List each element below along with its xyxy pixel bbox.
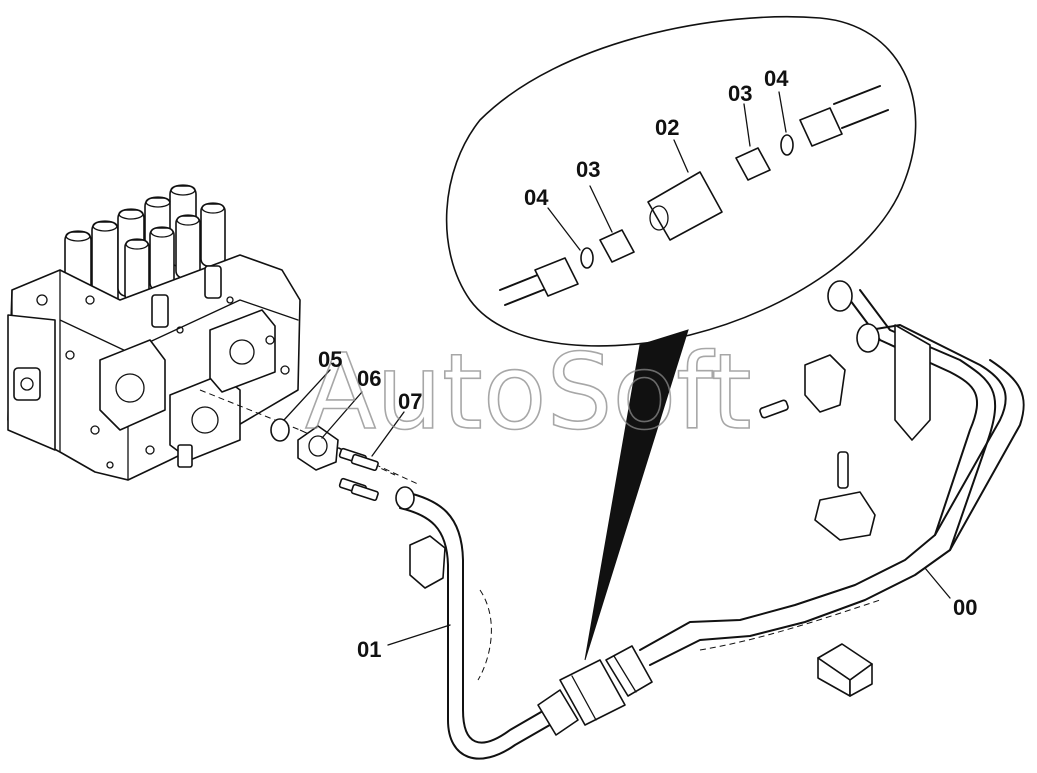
bolts-07 — [338, 447, 379, 502]
callout-02: 02 — [655, 115, 679, 140]
detail-adapter-03-right — [735, 147, 771, 181]
port-seal-parts — [270, 418, 379, 502]
pipe-clamp-lower — [814, 451, 876, 541]
callout-06: 06 — [357, 366, 381, 391]
pipe-clamp-upper — [759, 354, 846, 419]
callout-07: 07 — [398, 389, 422, 414]
leader-lines — [283, 369, 951, 646]
callout-01: 01 — [357, 637, 381, 662]
detail-adapter-03-left — [599, 229, 635, 263]
clamp-block — [817, 643, 873, 697]
detail-view — [445, 15, 917, 661]
pipe-01 — [395, 486, 556, 760]
control-valve-assembly — [7, 184, 301, 481]
detail-o-ring-04-left — [580, 247, 594, 269]
pipe-00 — [639, 280, 1025, 666]
o-ring-05 — [270, 418, 290, 442]
detail-union-02 — [647, 171, 723, 241]
split-flange-06 — [297, 425, 339, 471]
callout-03-left: 03 — [576, 157, 600, 182]
detail-pointer — [584, 329, 689, 661]
pipe-coupling — [537, 645, 653, 736]
callout-04-right: 04 — [764, 66, 789, 91]
callout-03-right: 03 — [728, 81, 752, 106]
callout-00: 00 — [953, 595, 977, 620]
watermark: AutoSoft — [305, 331, 752, 453]
callout-05: 05 — [318, 347, 342, 372]
detail-o-ring-04-right — [780, 134, 794, 156]
callout-04-left: 04 — [524, 185, 549, 210]
